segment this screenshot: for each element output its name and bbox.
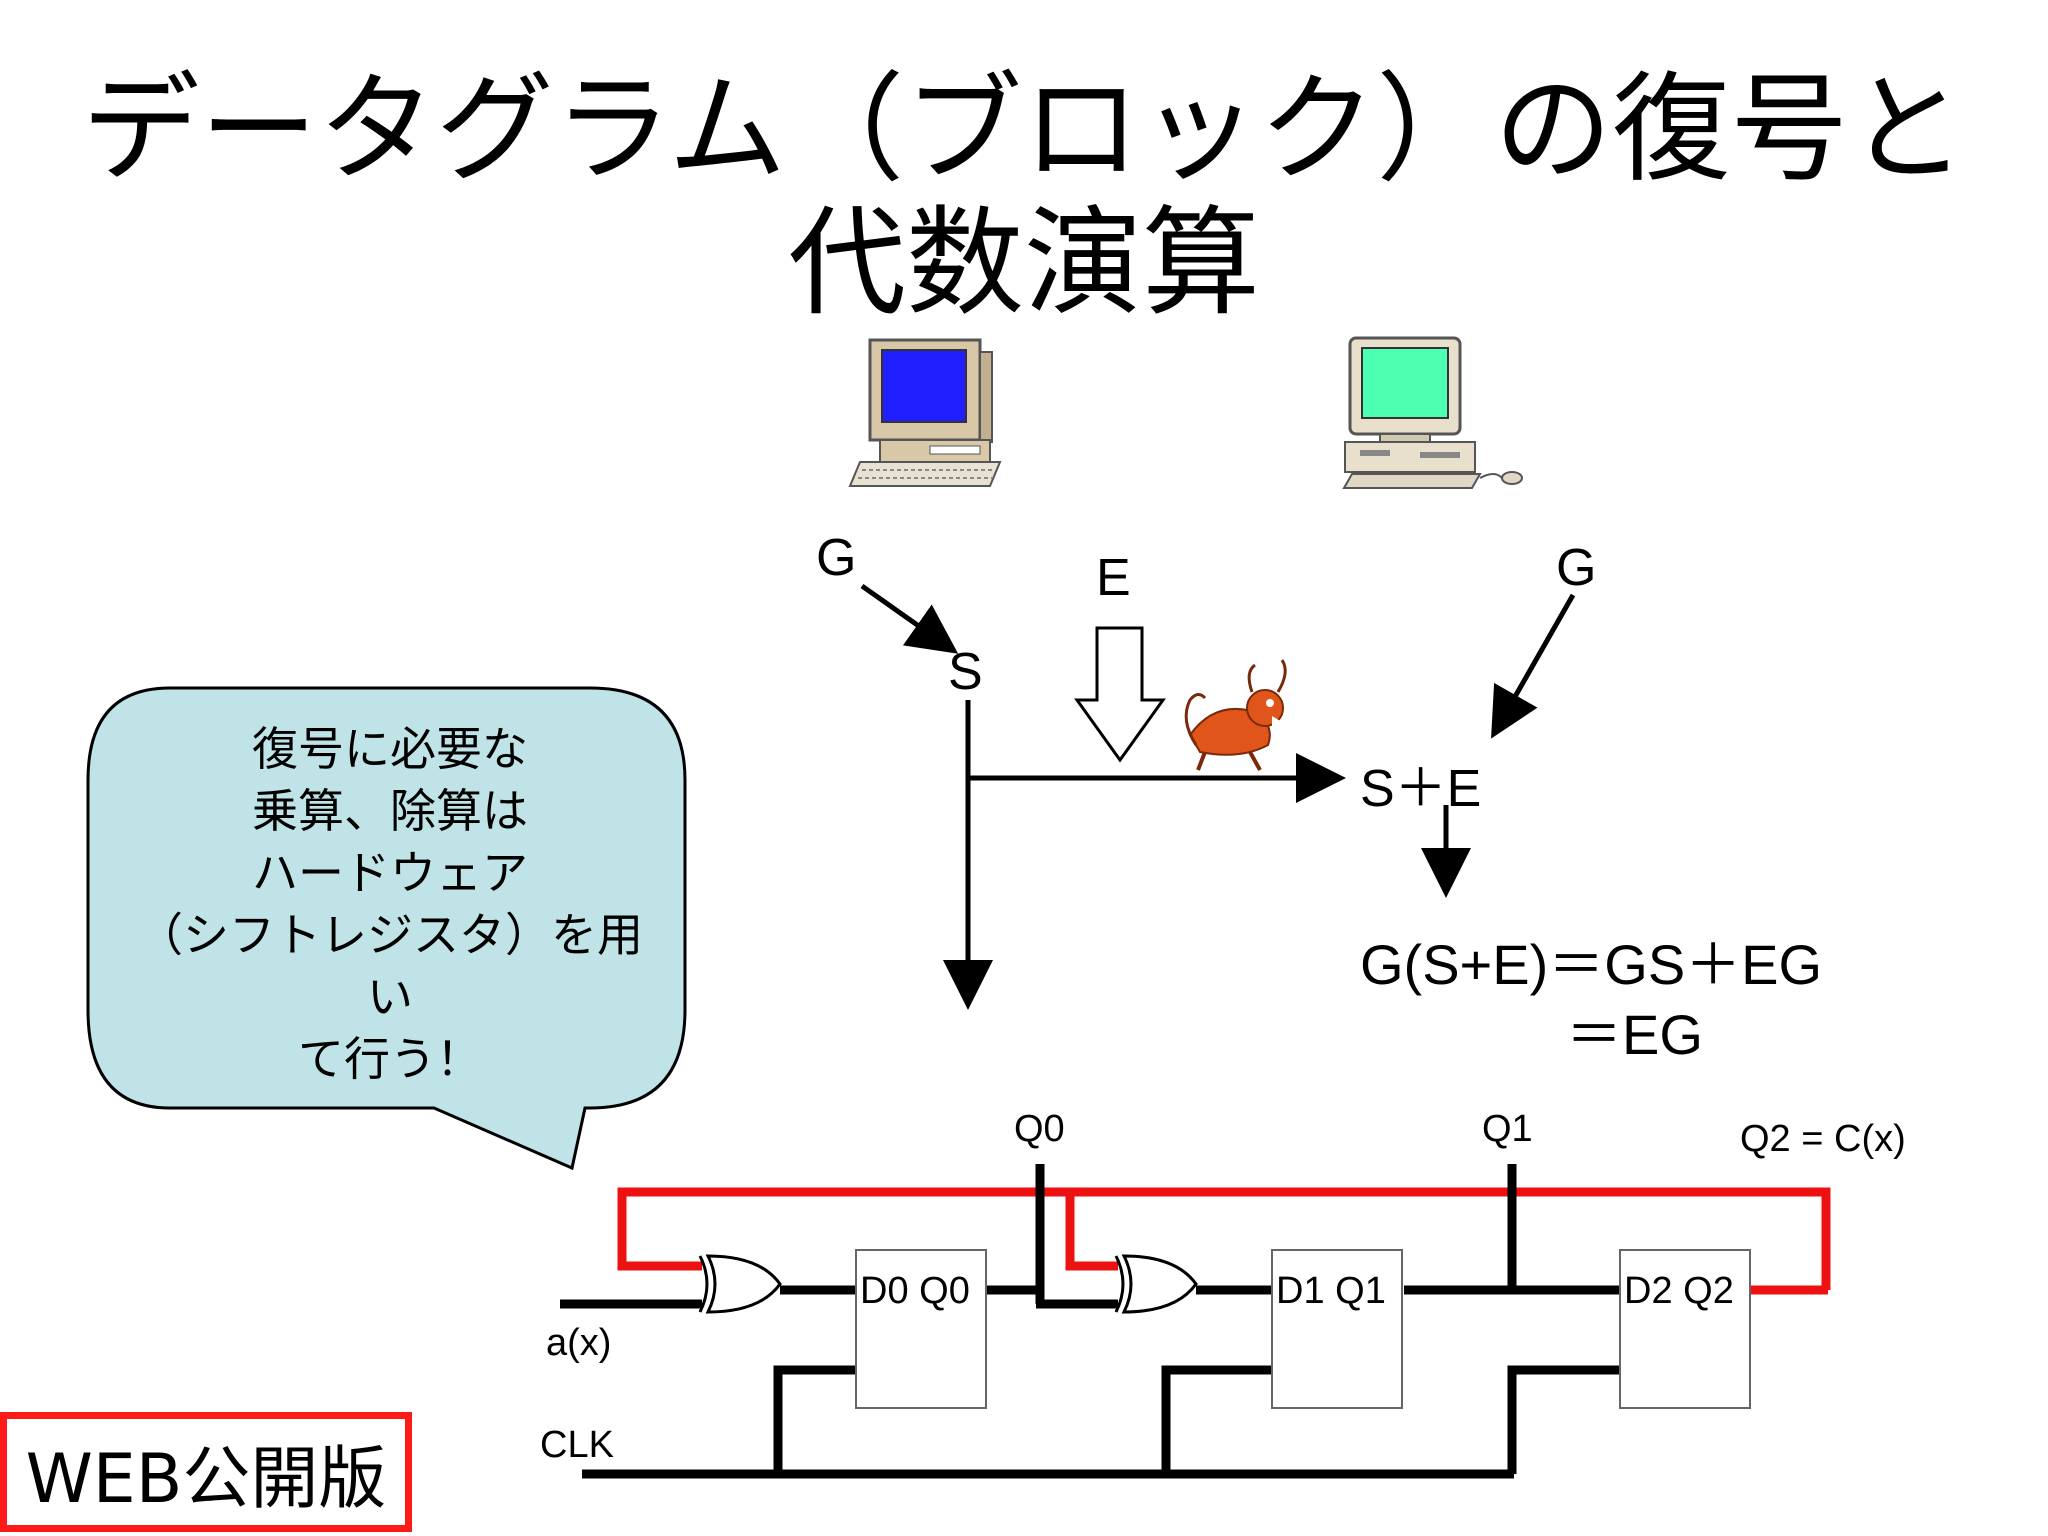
computer-left-icon [848, 338, 1002, 487]
clock-label: CLK [540, 1424, 614, 1466]
q2-output-label: Q2 = C(x) [1740, 1118, 1906, 1160]
callout-line: 復号に必要な [252, 722, 528, 776]
receiver-generator-label: G [1556, 539, 1597, 597]
demon-icon [1184, 659, 1287, 771]
input-label: a(x) [546, 1322, 612, 1364]
flipflop-d0 [855, 1249, 987, 1409]
callout-bubble [86, 686, 687, 1171]
shift-register-circuit [560, 1164, 1831, 1479]
callout-text: 復号に必要な 乗算、除算は ハードウェア （シフトレジスタ）を用い て行う！ [120, 718, 660, 1090]
g-to-received-arrow [1491, 593, 1576, 739]
callout-line: （シフトレジスタ）を用い [137, 908, 643, 1024]
received-word-label: S＋E [1360, 760, 1482, 818]
computer-right-icon [1342, 336, 1523, 489]
callout-line: て行う！ [298, 1032, 482, 1086]
syndrome-label: S [948, 643, 983, 701]
g-to-s-arrow [860, 583, 959, 654]
flipflop-d1 [1271, 1249, 1403, 1409]
equation-line1: G(S+E)＝GS＋EG [1360, 933, 1823, 996]
callout-line: ハードウェア [252, 846, 528, 900]
q0-label: Q0 [1014, 1108, 1065, 1150]
xor-gate-0 [698, 1254, 782, 1314]
ff2-label: D2 Q2 [1624, 1270, 1734, 1312]
ff1-label: D1 Q1 [1276, 1270, 1386, 1312]
sender-generator-label: G [816, 529, 857, 587]
error-injection-arrow [1074, 626, 1166, 763]
flipflop-d2 [1619, 1249, 1751, 1409]
equation-line2: ＝EG [1566, 1003, 1703, 1066]
xor-gate-1 [1114, 1254, 1198, 1314]
slide-title-line1: データグラム（ブロック）の復号と [81, 60, 1967, 198]
callout-line: 乗算、除算は [252, 784, 528, 838]
feedback-wire [617, 1187, 1831, 1290]
ff0-label: D0 Q0 [860, 1270, 970, 1312]
slide-title-line2: 代数演算 [787, 194, 1260, 332]
error-label: E [1096, 549, 1131, 607]
web-edition-badge: WEB公開版 [0, 1412, 412, 1532]
q1-label: Q1 [1482, 1108, 1533, 1150]
